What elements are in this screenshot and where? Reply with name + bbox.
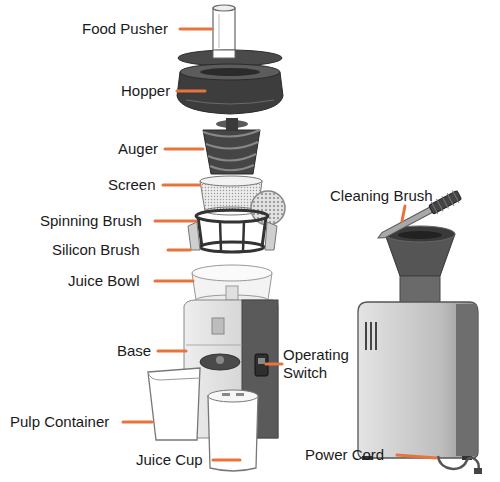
hopper-drawing-part	[186, 100, 274, 104]
part-label: Food Pusher	[82, 20, 168, 38]
pulp-container-drawing-part	[148, 368, 200, 440]
assembled-juicer-drawing-part	[365, 322, 367, 350]
part-label: Hopper	[121, 82, 170, 100]
juice-cup-drawing-part	[222, 393, 230, 396]
part-label: Silicon Brush	[52, 241, 140, 259]
leader-lines-part	[213, 459, 240, 462]
auger-drawing-part	[206, 142, 258, 149]
pulp-container-drawing	[148, 368, 200, 440]
hopper-drawing-part	[180, 64, 280, 80]
cleaning-brush-drawing-part	[429, 190, 462, 214]
leader-lines-part	[168, 249, 190, 252]
part-label: Pulp Container	[10, 413, 109, 431]
part-label: Operating Switch	[283, 346, 373, 382]
auger-drawing-part	[226, 118, 238, 130]
hopper-drawing-part	[200, 68, 260, 76]
juice-bowl-drawing-part	[226, 286, 238, 300]
part-label: Screen	[108, 176, 156, 194]
screen-drawing-part	[200, 176, 262, 186]
auger-drawing-part	[210, 165, 254, 170]
pulp-container-drawing-part	[148, 372, 200, 380]
spinning-brush-drawing-part	[220, 221, 221, 251]
part-label: Spinning Brush	[40, 212, 142, 230]
spinning-brush-drawing-part	[188, 222, 200, 250]
base-drawing-part	[186, 345, 242, 346]
juice-cup-drawing-part	[208, 396, 258, 471]
leader-lines-part	[158, 350, 186, 353]
assembled-juicer-drawing-part	[375, 322, 377, 350]
base-drawing-part	[200, 354, 240, 370]
auger-drawing-part	[203, 130, 260, 137]
food-pusher-drawing	[213, 5, 235, 52]
leader-lines-part	[402, 206, 405, 221]
food-pusher-drawing-part	[213, 8, 235, 52]
assembled-juicer-drawing	[358, 226, 478, 460]
leader-lines-part	[155, 220, 196, 223]
leader-lines-part	[397, 455, 436, 458]
food-pusher-drawing-part	[219, 14, 220, 48]
spinning-brush-drawing-part	[265, 222, 277, 250]
hopper-drawing	[177, 50, 283, 114]
leader-lines-part	[266, 363, 282, 366]
juice-bowl-drawing-part	[192, 265, 272, 281]
leader-lines-part	[180, 28, 212, 31]
screen-drawing	[200, 176, 285, 225]
part-label: Juice Bowl	[68, 272, 140, 290]
assembled-juicer-drawing-part	[456, 304, 477, 456]
power-cord-drawing-part	[474, 468, 482, 474]
power-cord-drawing	[438, 456, 482, 474]
part-label: Base	[117, 342, 151, 360]
power-cord-drawing-part	[438, 456, 479, 470]
cleaning-brush-drawing-part	[377, 206, 435, 240]
part-label: Juice Cup	[136, 451, 203, 469]
juice-cup-drawing-part	[208, 390, 258, 402]
juice-cup-drawing-part	[236, 393, 244, 396]
auger-drawing-part	[203, 130, 260, 174]
cleaning-brush-drawing-part	[447, 193, 454, 205]
base-drawing-part	[258, 358, 265, 364]
assembled-juicer-drawing-part	[358, 302, 478, 458]
assembled-juicer-drawing-part	[370, 322, 372, 350]
cleaning-brush-drawing-part	[442, 196, 449, 208]
part-label: Cleaning Brush	[330, 187, 433, 205]
leader-lines-part	[155, 280, 193, 283]
cleaning-brush-drawing-part	[452, 191, 459, 203]
assembled-juicer-drawing-part	[398, 231, 442, 239]
food-pusher-drawing-part	[213, 5, 235, 11]
spinning-brush-drawing-part	[200, 242, 264, 252]
leader-lines-part	[177, 90, 205, 93]
part-label: Auger	[118, 140, 158, 158]
auger-drawing-part	[208, 154, 256, 161]
assembled-juicer-drawing-part	[400, 276, 440, 304]
juice-bowl-drawing	[192, 265, 272, 305]
spinning-brush-drawing-part	[243, 221, 244, 251]
leader-lines-part	[163, 184, 200, 187]
juice-cup-drawing	[208, 390, 258, 471]
part-label: Power Cord	[305, 446, 384, 464]
base-drawing-part	[212, 318, 224, 334]
spinning-brush-drawing-part	[196, 210, 268, 222]
base-drawing-part	[216, 356, 224, 364]
leader-lines-part	[165, 148, 203, 151]
leader-lines-part	[123, 421, 152, 424]
auger-drawing	[203, 118, 260, 174]
cleaning-brush-drawing-part	[437, 199, 444, 211]
hopper-drawing-part	[213, 50, 235, 58]
spinning-brush-drawing	[188, 210, 277, 252]
